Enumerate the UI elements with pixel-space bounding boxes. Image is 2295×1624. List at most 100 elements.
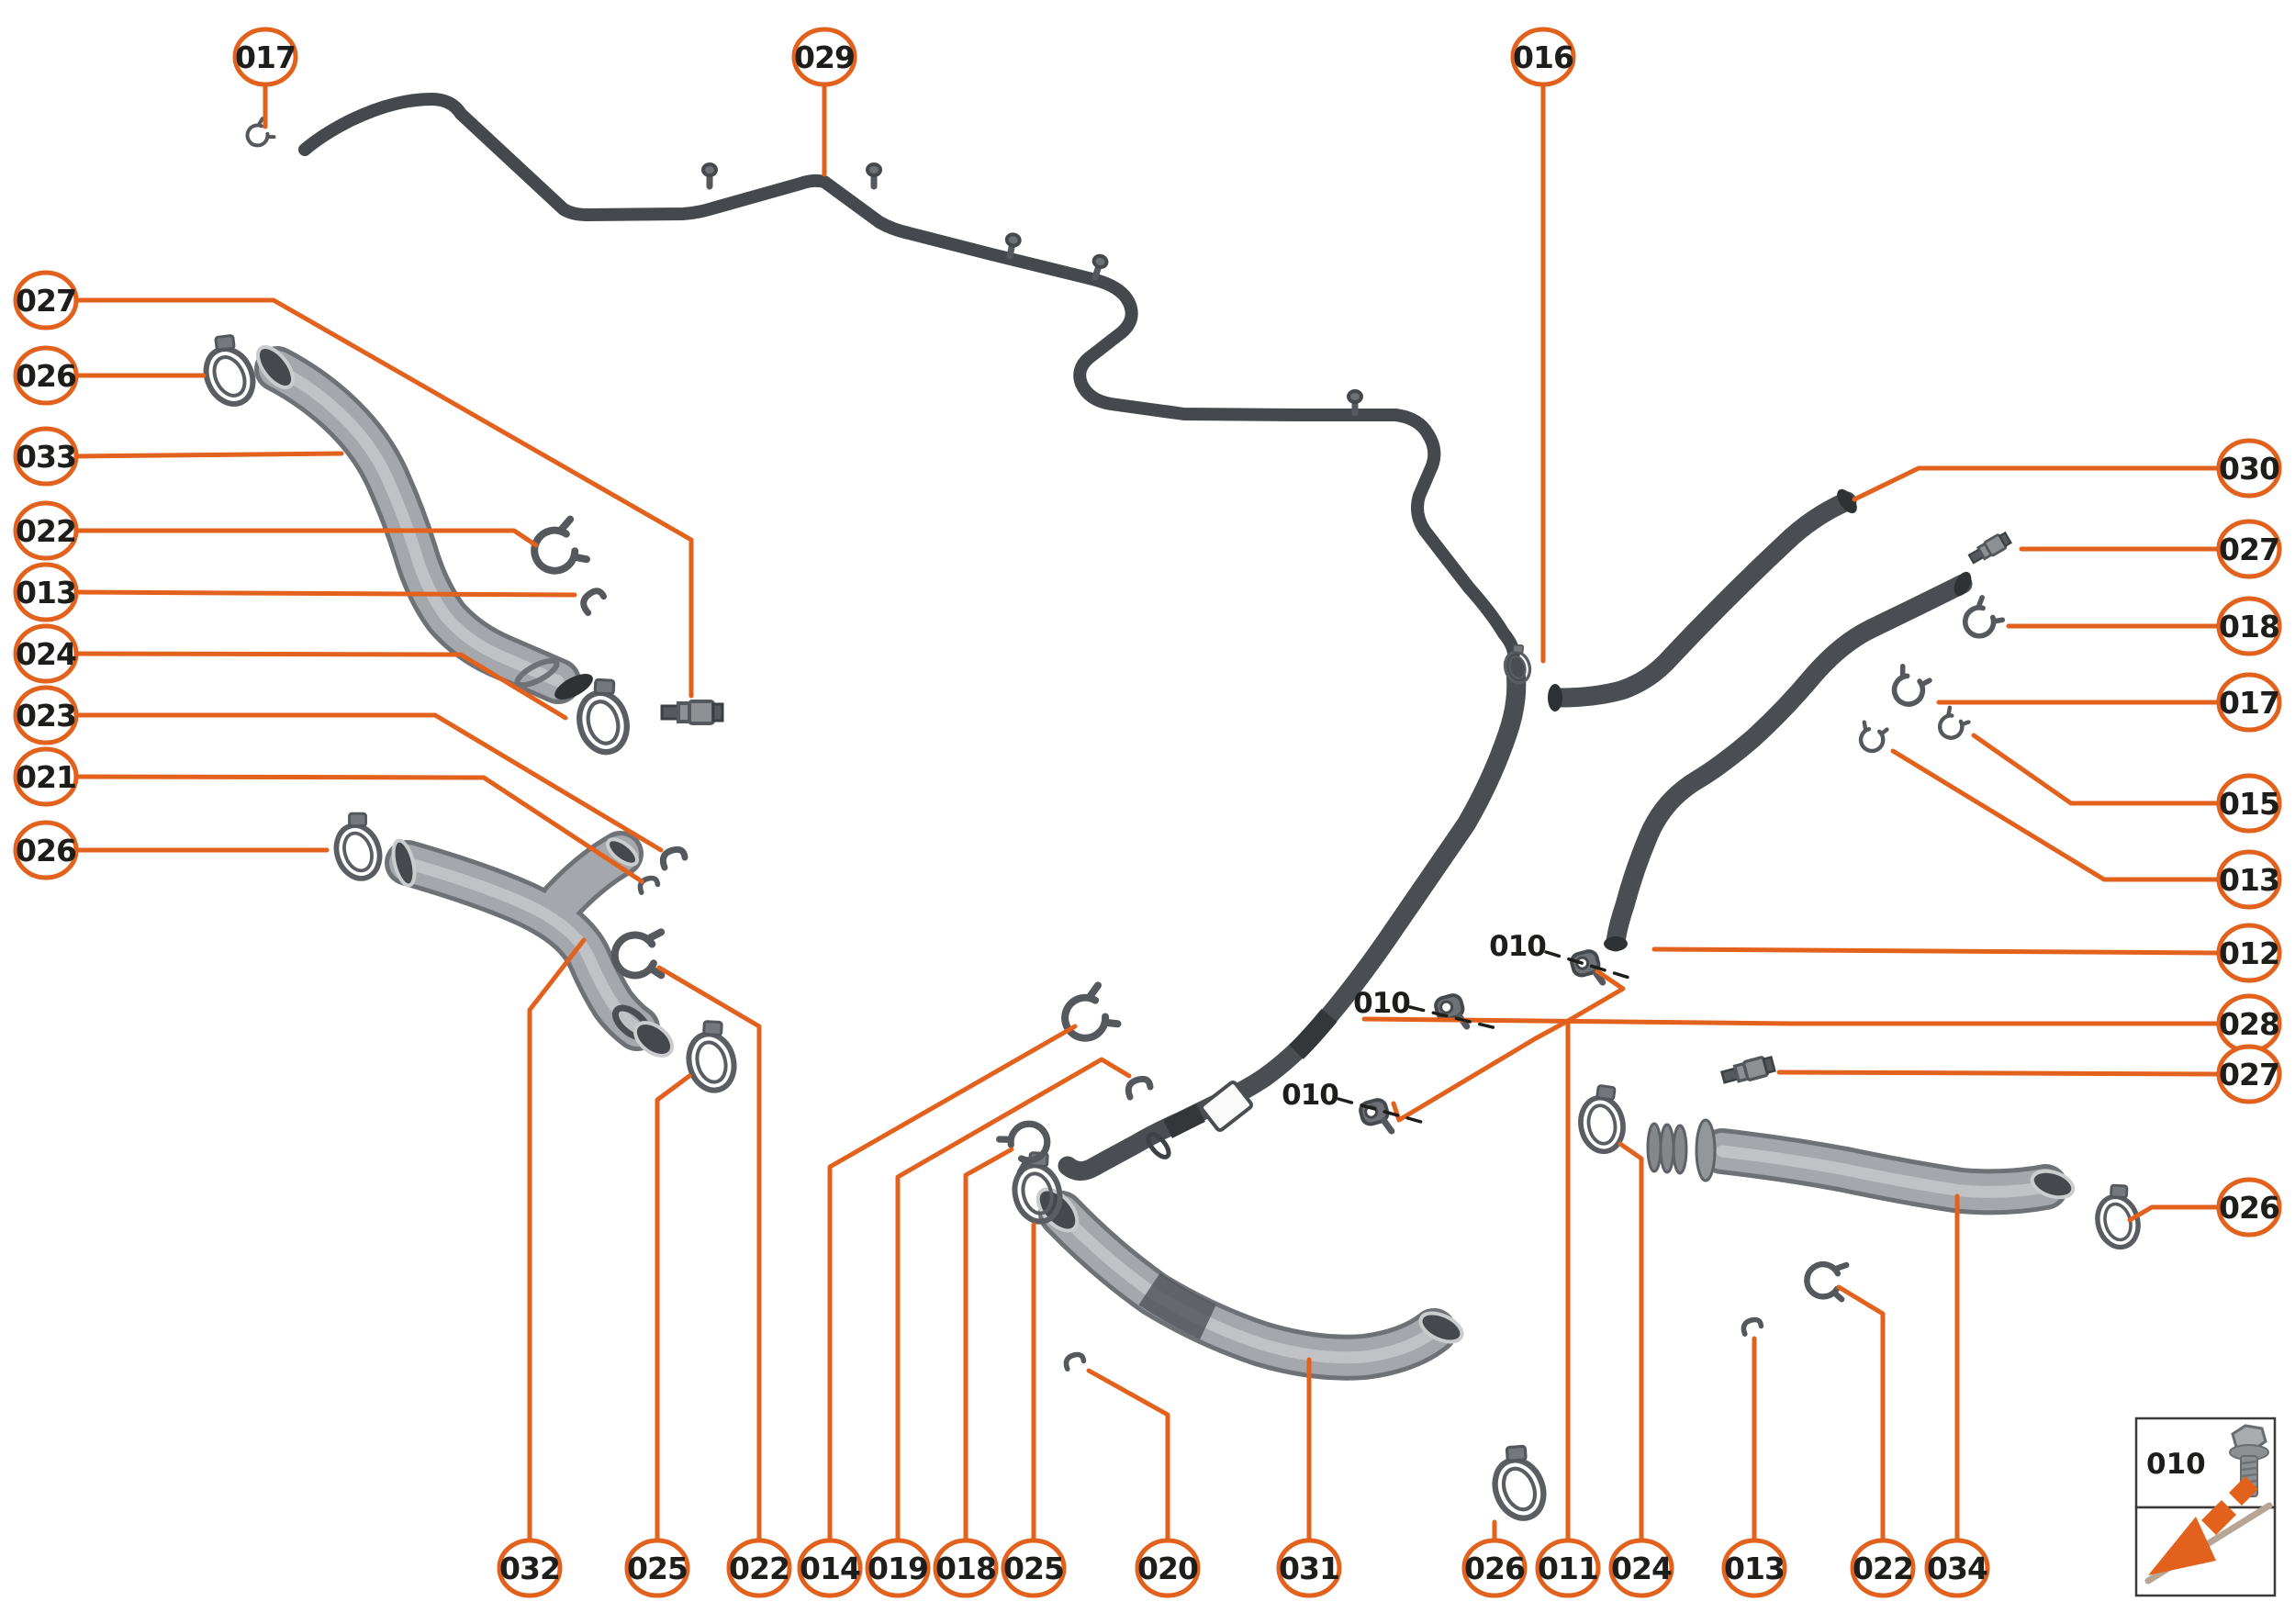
callout-circle[interactable] <box>13 685 79 745</box>
callout-label: 033 <box>16 439 76 475</box>
callout-circle[interactable] <box>13 500 79 561</box>
hose-034-rib <box>1659 1123 1675 1174</box>
callout-019-bottom[interactable]: 019 <box>865 1057 1132 1598</box>
hose-034-rib <box>1646 1122 1662 1173</box>
callout-circle[interactable] <box>2216 1044 2282 1104</box>
callout-circle[interactable] <box>2216 519 2282 579</box>
callout-label: 016 <box>1513 39 1573 75</box>
callout-circle[interactable] <box>1510 27 1576 87</box>
callout-label: 012 <box>2219 935 2279 971</box>
callout-028-right[interactable]: 028 <box>1361 993 2282 1054</box>
callout-label: 034 <box>1927 1551 1987 1586</box>
leader-line <box>73 651 568 721</box>
leader-line <box>1852 465 2222 502</box>
callout-circle[interactable] <box>1721 1538 1787 1598</box>
callout-circle[interactable] <box>13 820 79 880</box>
callout-circle[interactable] <box>791 27 857 87</box>
callout-circle[interactable] <box>933 1538 999 1598</box>
callout-circle[interactable] <box>2216 849 2282 910</box>
callout-018-right[interactable]: 018 <box>2006 596 2282 656</box>
callout-026-left-b[interactable]: 026 <box>13 820 330 880</box>
inline-ref-label: 010 <box>1282 1079 1338 1112</box>
callout-label: 014 <box>800 1551 860 1586</box>
callout-033-left[interactable]: 033 <box>13 426 344 487</box>
leader-line <box>73 297 694 699</box>
callout-034-bottom[interactable]: 034 <box>1924 1193 1990 1598</box>
callout-circle[interactable] <box>13 746 79 807</box>
callout-circle[interactable] <box>497 1538 563 1598</box>
leader-line <box>73 589 577 598</box>
inline-ref-010: 010 <box>1282 1079 1423 1124</box>
callout-015-right[interactable]: 015 <box>1971 733 2282 834</box>
callout-circle[interactable] <box>1135 1538 1201 1598</box>
callout-017-right[interactable]: 017 <box>1936 672 2282 733</box>
hose-029-pipe <box>298 93 1520 660</box>
callout-circle[interactable] <box>1461 1538 1528 1598</box>
callout-014-bottom[interactable]: 014 <box>797 1024 1078 1598</box>
hose-034-end-opening <box>2030 1169 2076 1200</box>
callout-circle[interactable] <box>2216 438 2282 498</box>
callout-circle[interactable] <box>865 1538 931 1598</box>
hose-034 <box>1646 1118 2076 1202</box>
callout-027-right-a[interactable]: 027 <box>2019 519 2282 579</box>
callout-026-right[interactable]: 026 <box>2127 1177 2282 1238</box>
callout-circle[interactable] <box>726 1538 792 1598</box>
callout-021-left[interactable]: 021 <box>13 746 644 884</box>
callout-circle[interactable] <box>1850 1538 1916 1598</box>
callout-label: 020 <box>1137 1551 1198 1586</box>
callout-013-left[interactable]: 013 <box>13 562 577 622</box>
callout-circle[interactable] <box>232 27 298 87</box>
callout-022-left[interactable]: 022 <box>13 500 539 561</box>
callout-circle[interactable] <box>1924 1538 1990 1598</box>
callout-031-bottom[interactable]: 031 <box>1276 1357 1342 1598</box>
callout-label: 022 <box>16 513 76 549</box>
leader-line <box>1890 748 2222 882</box>
callout-023-left[interactable]: 023 <box>13 685 664 853</box>
callout-label: 029 <box>794 39 855 75</box>
callout-label: 032 <box>499 1551 560 1586</box>
callout-circle[interactable] <box>797 1538 863 1598</box>
callout-018-bottom[interactable]: 018 <box>933 1147 1014 1598</box>
callout-024-left[interactable]: 024 <box>13 623 568 721</box>
callout-circle[interactable] <box>2216 923 2282 983</box>
callout-013-bottom[interactable]: 013 <box>1721 1336 1787 1598</box>
callout-circle[interactable] <box>13 270 79 330</box>
callout-circle[interactable] <box>13 426 79 487</box>
callout-026-bottom[interactable]: 026 <box>1461 1519 1528 1598</box>
callout-circle[interactable] <box>2216 672 2282 733</box>
callout-025-bottom-a[interactable]: 025 <box>624 1073 692 1598</box>
callout-circle[interactable] <box>2216 596 2282 656</box>
callout-circle[interactable] <box>2216 773 2282 834</box>
callout-017-top[interactable]: 017 <box>232 27 298 129</box>
callout-029-top[interactable]: 029 <box>791 27 857 177</box>
callout-027-right-b[interactable]: 027 <box>1776 1044 2282 1104</box>
callout-label: 026 <box>16 833 76 868</box>
callout-label: 017 <box>2219 685 2279 721</box>
callout-circle[interactable] <box>1276 1538 1342 1598</box>
callout-022-bottom-b[interactable]: 022 <box>1836 1284 1916 1598</box>
callout-024-bottom[interactable]: 024 <box>1608 1141 1674 1598</box>
callout-016-top[interactable]: 016 <box>1510 27 1576 664</box>
callout-circle[interactable] <box>1001 1538 1067 1598</box>
callout-circle[interactable] <box>13 562 79 622</box>
callout-025-bottom-b[interactable]: 025 <box>1001 1222 1067 1598</box>
callout-circle[interactable] <box>2216 1177 2282 1238</box>
callout-label: 023 <box>16 698 76 734</box>
callout-013-right[interactable]: 013 <box>1890 748 2282 910</box>
callout-026-left-a[interactable]: 026 <box>13 345 207 406</box>
callout-027-left[interactable]: 027 <box>13 270 694 699</box>
callout-circle[interactable] <box>1535 1538 1601 1598</box>
callout-circle[interactable] <box>624 1538 690 1598</box>
callout-circle[interactable] <box>1608 1538 1674 1598</box>
callout-030-right[interactable]: 030 <box>1852 438 2282 502</box>
callout-circle[interactable] <box>13 623 79 684</box>
callout-032-bottom[interactable]: 032 <box>497 937 587 1598</box>
inline-ref-010: 010 <box>1489 930 1634 980</box>
callout-020-bottom[interactable]: 020 <box>1086 1368 1201 1598</box>
callout-label: 031 <box>1279 1551 1339 1586</box>
callout-022-bottom-a[interactable]: 022 <box>656 965 792 1598</box>
callout-012-right[interactable]: 012 <box>1651 923 2282 983</box>
hose-032-y <box>389 834 675 1058</box>
callout-circle[interactable] <box>13 345 79 406</box>
